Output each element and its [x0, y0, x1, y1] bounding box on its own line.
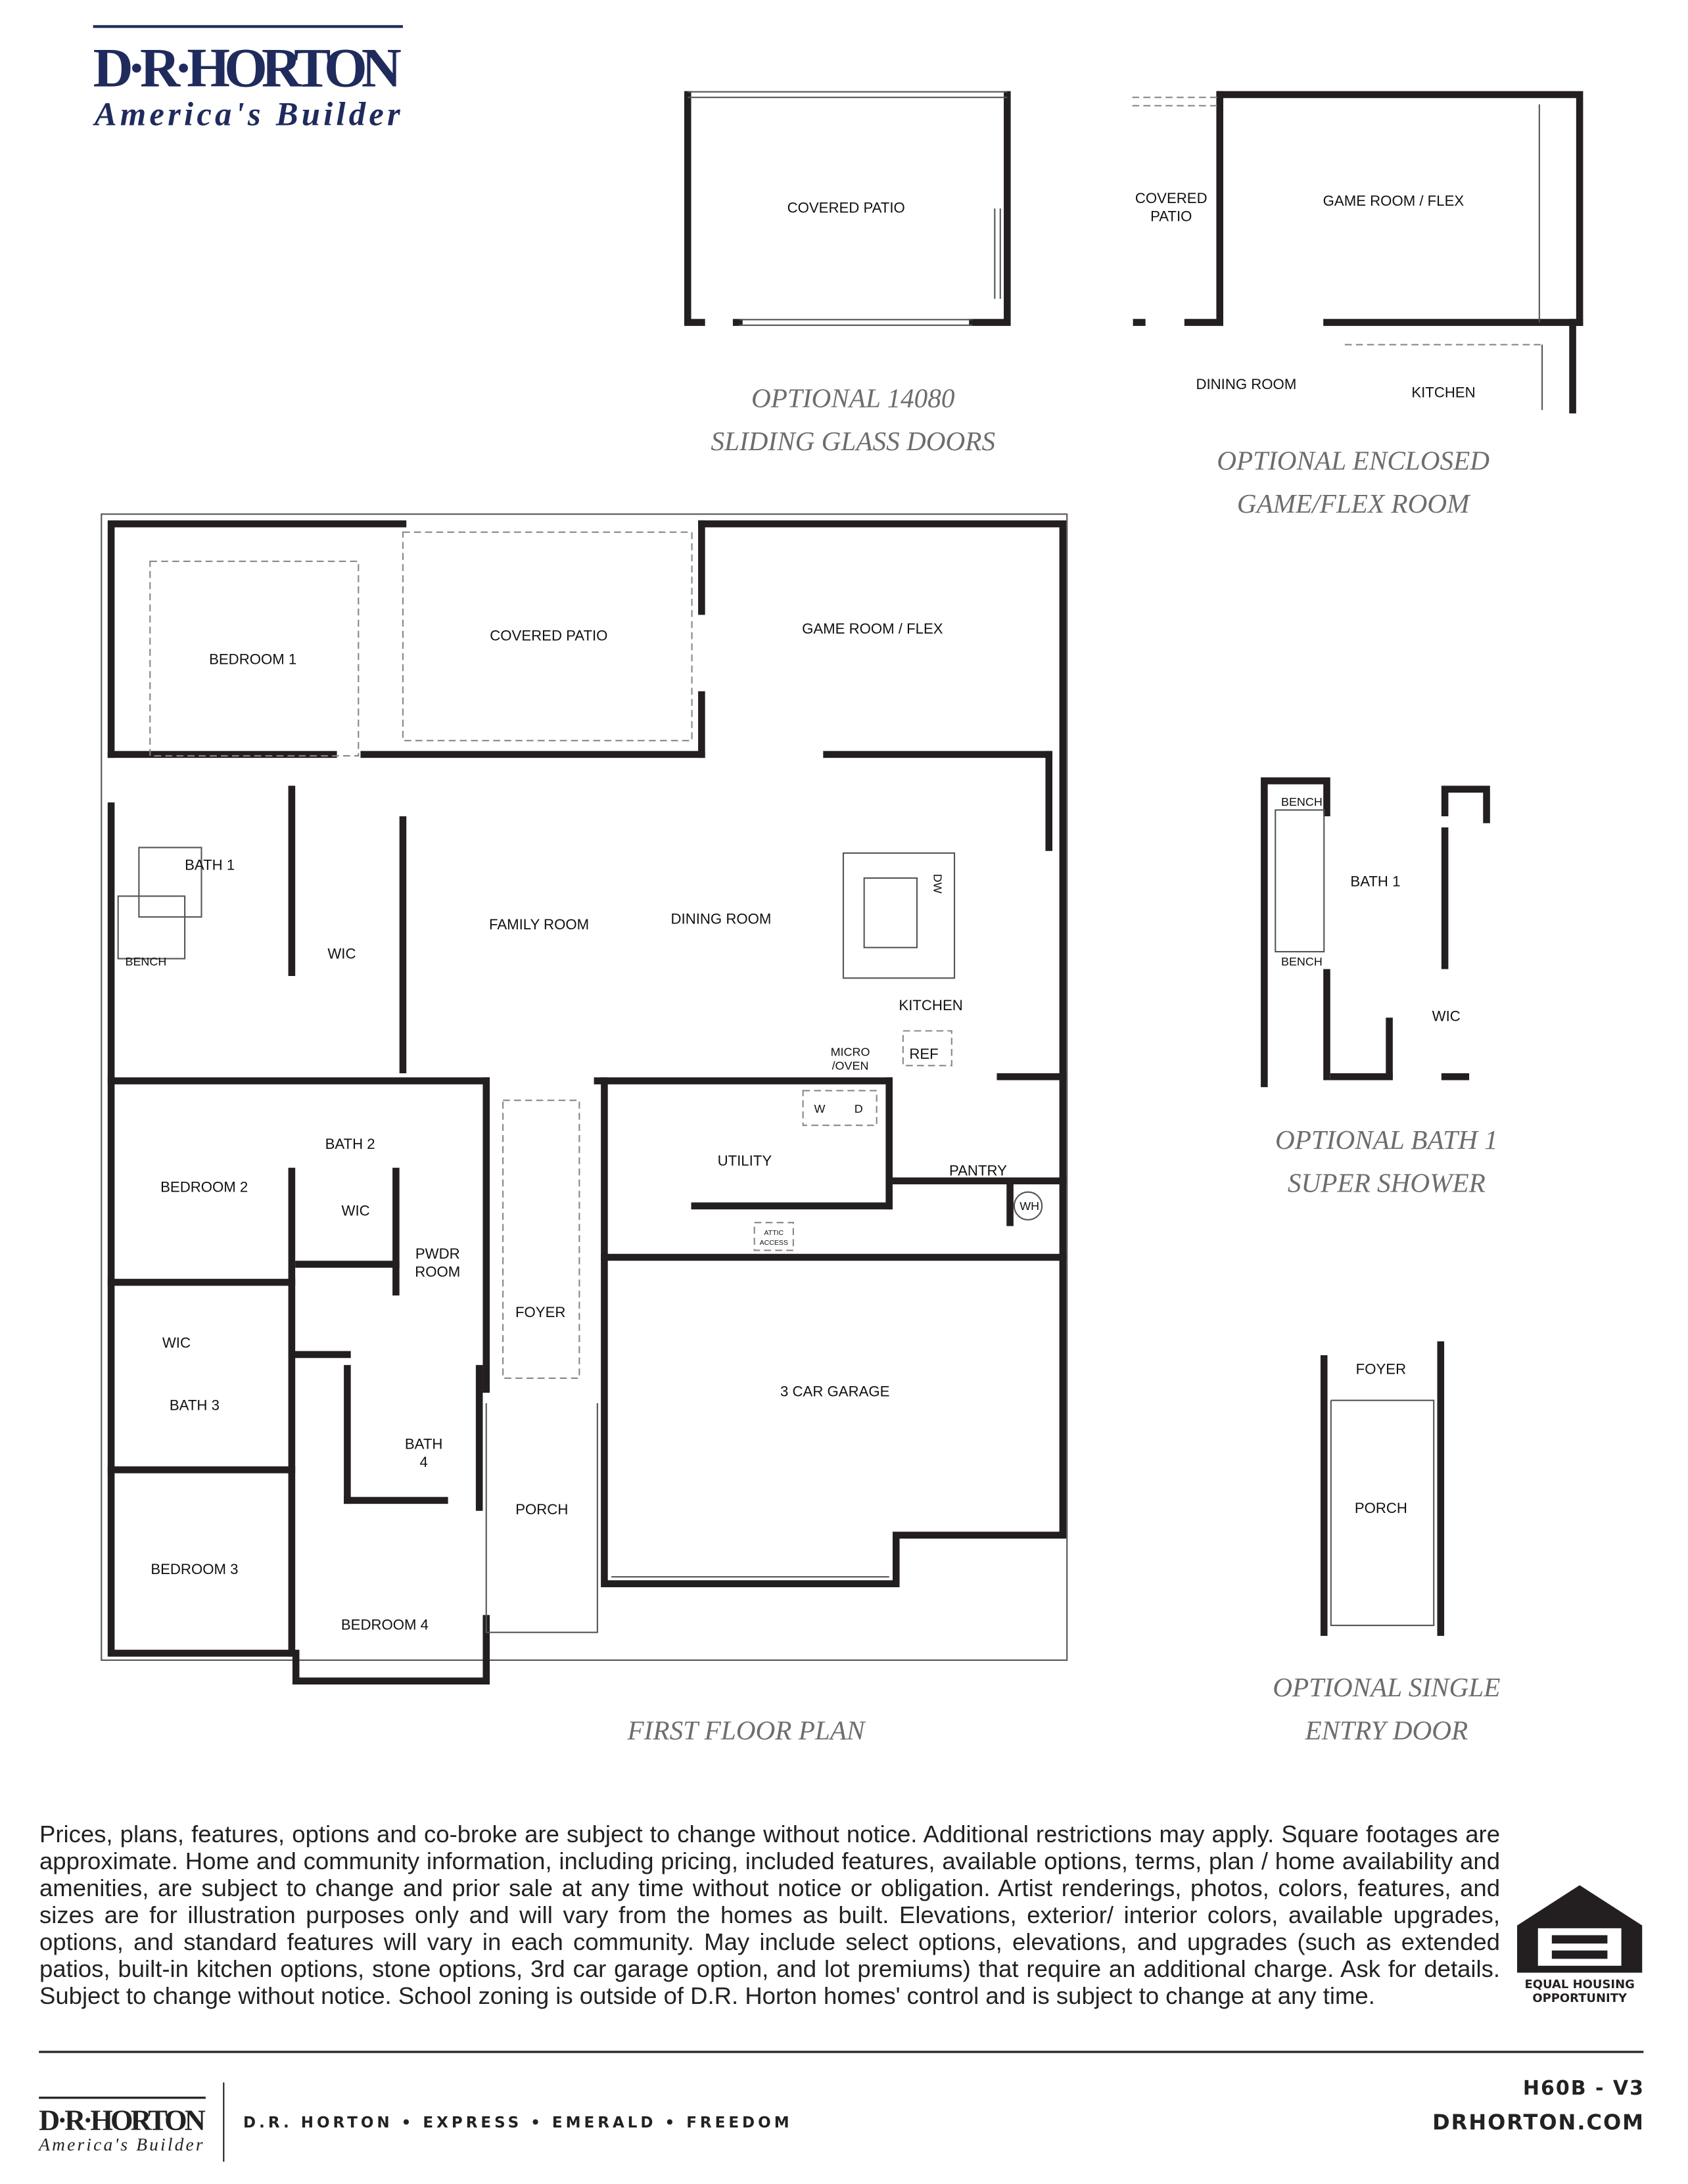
option-single-entry-door: FOYER PORCH OPTIONAL SINGLE ENTRY DOOR: [1273, 1341, 1500, 1745]
room-label: BEDROOM 3: [151, 1561, 238, 1577]
room-label: FAMILY ROOM: [489, 916, 589, 933]
option-caption: OPTIONAL 14080: [751, 383, 955, 413]
room-label: COVERED PATIO: [490, 628, 607, 644]
room-label: 3 CAR GARAGE: [780, 1383, 889, 1399]
room-label: DINING ROOM: [1196, 376, 1296, 392]
footer-logo: D·R·HORTON America's Builder: [37, 2082, 225, 2162]
room-label: W: [814, 1102, 826, 1115]
room-label: BEDROOM 1: [209, 651, 296, 668]
room-label: GAME ROOM / FLEX: [802, 620, 943, 637]
room-label: BEDROOM 2: [160, 1179, 248, 1196]
option-caption: GAME/FLEX ROOM: [1237, 488, 1471, 519]
room-label: WIC: [342, 1203, 370, 1219]
room-label: PORCH: [1355, 1500, 1407, 1516]
footer-wordmark: D·R·HORTON: [39, 2103, 206, 2136]
option-super-shower: BENCH BENCH BATH 1 WIC OPTIONAL BATH 1 S…: [1261, 777, 1498, 1198]
option-sliding-doors: COVERED PATIO OPTIONAL 14080 SLIDING GLA…: [684, 91, 1011, 456]
option-caption: OPTIONAL BATH 1: [1275, 1125, 1498, 1155]
logo-wordmark: D·R·HORTON: [93, 37, 402, 99]
room-label: WH: [1020, 1199, 1039, 1213]
room-label: FOYER: [515, 1304, 565, 1320]
room-label: /OVEN: [832, 1059, 869, 1073]
room-label: D: [855, 1102, 863, 1115]
first-floor-walls: [101, 513, 1068, 1684]
room-label: MICRO: [831, 1046, 870, 1059]
room-label: PWDR: [415, 1245, 460, 1262]
drhorton-logo: D·R·HORTON America's Builder: [93, 25, 403, 132]
room-label: DW: [931, 874, 944, 894]
room-label: ACCESS: [760, 1239, 788, 1247]
room-label: PATIO: [1150, 208, 1192, 224]
option-caption: SUPER SHOWER: [1288, 1168, 1486, 1198]
room-labels: BEDROOM 1 COVERED PATIO GAME ROOM / FLEX…: [125, 620, 1039, 1745]
equal-housing-logo: EQUAL HOUSING OPPORTUNITY: [1517, 1885, 1643, 2005]
room-label: ATTIC: [764, 1229, 784, 1237]
room-label: ROOM: [415, 1264, 460, 1280]
room-label: BATH 1: [1350, 873, 1400, 890]
room-label: UTILITY: [718, 1153, 772, 1169]
option-caption: SLIDING GLASS DOORS: [711, 426, 995, 456]
disclaimer-text: Prices, plans, features, options and co-…: [39, 1821, 1500, 2009]
option-caption: OPTIONAL ENCLOSED: [1217, 446, 1489, 476]
option-caption: OPTIONAL SINGLE: [1273, 1672, 1500, 1702]
room-label: WIC: [162, 1334, 191, 1351]
room-label: GAME ROOM / FLEX: [1323, 193, 1465, 209]
equal-housing-text: OPPORTUNITY: [1532, 1991, 1628, 2005]
room-label: BEDROOM 4: [341, 1616, 429, 1633]
room-label: BATH 3: [170, 1397, 220, 1414]
option-caption: ENTRY DOOR: [1305, 1715, 1468, 1745]
room-label: BATH 1: [185, 856, 235, 873]
room-label: COVERED PATIO: [787, 200, 905, 216]
room-label: WIC: [327, 946, 356, 962]
plan-caption: FIRST FLOOR PLAN: [627, 1715, 866, 1745]
room-label: 4: [419, 1454, 427, 1470]
room-label: BENCH: [1281, 795, 1323, 808]
room-label: KITCHEN: [899, 997, 962, 1013]
room-label: COVERED: [1135, 190, 1207, 206]
room-label: PANTRY: [949, 1162, 1007, 1178]
room-label: DINING ROOM: [671, 911, 772, 927]
footer-tagline: America's Builder: [37, 2135, 203, 2154]
room-label: WIC: [1432, 1008, 1461, 1025]
room-label: KITCHEN: [1411, 384, 1475, 401]
room-label: BATH: [405, 1436, 443, 1452]
website-link[interactable]: DRHORTON.COM: [1432, 2110, 1645, 2135]
room-label: REF: [909, 1046, 938, 1062]
room-label: BATH 2: [325, 1136, 375, 1152]
room-label: BENCH: [1281, 955, 1323, 968]
logo-tagline: America's Builder: [93, 95, 401, 132]
option-enclosed-game-room: COVERED PATIO GAME ROOM / FLEX DINING RO…: [1132, 91, 1583, 519]
equal-housing-text: EQUAL HOUSING: [1524, 1978, 1634, 1991]
footer-brands: D.R. HORTON • EXPRESS • EMERALD • FREEDO…: [243, 2114, 793, 2131]
plan-code: H60B - V3: [1522, 2077, 1645, 2100]
room-label: PORCH: [515, 1501, 568, 1518]
room-label: FOYER: [1356, 1361, 1406, 1378]
room-label: BENCH: [125, 955, 166, 968]
